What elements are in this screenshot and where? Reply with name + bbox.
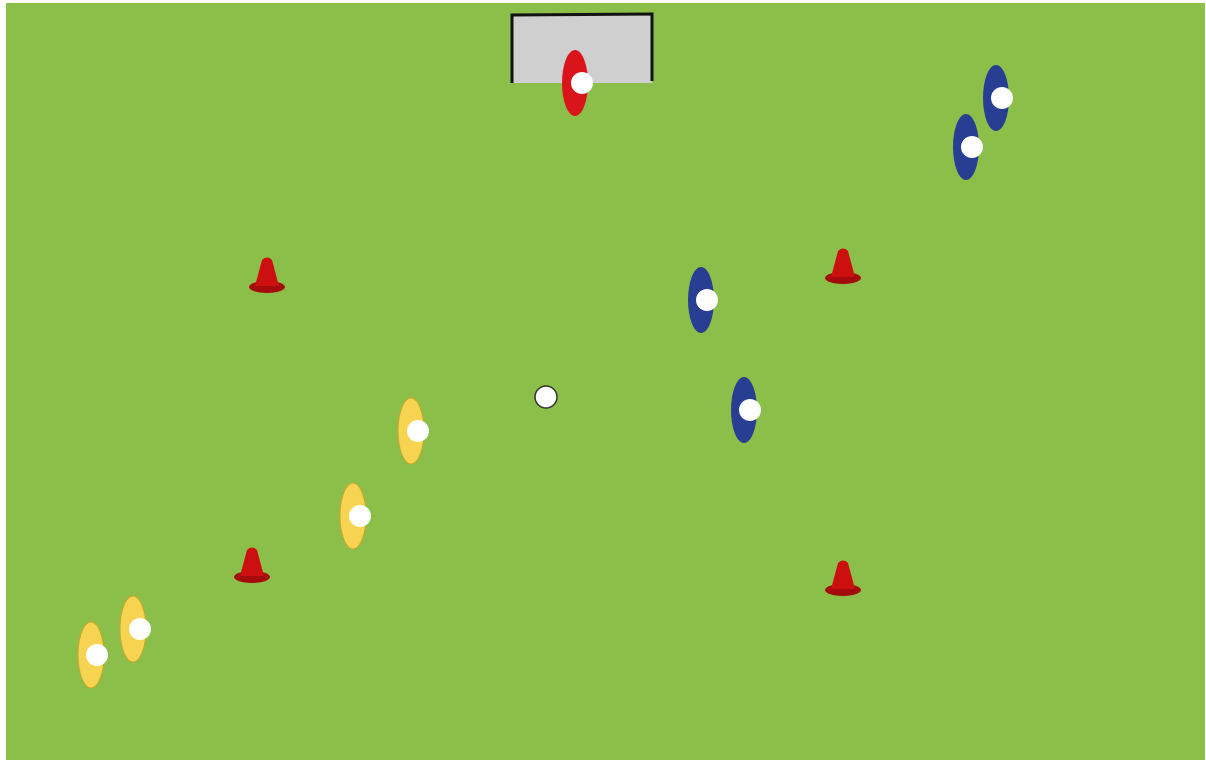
player-head (961, 136, 983, 158)
pitch-surface (6, 3, 1205, 760)
player-head (129, 618, 151, 640)
ball (535, 386, 557, 408)
player-head (349, 505, 371, 527)
player-head (407, 420, 429, 442)
player-head (991, 87, 1013, 109)
player-head (86, 644, 108, 666)
player-head (571, 72, 593, 94)
player-head (696, 289, 718, 311)
player-head (739, 399, 761, 421)
